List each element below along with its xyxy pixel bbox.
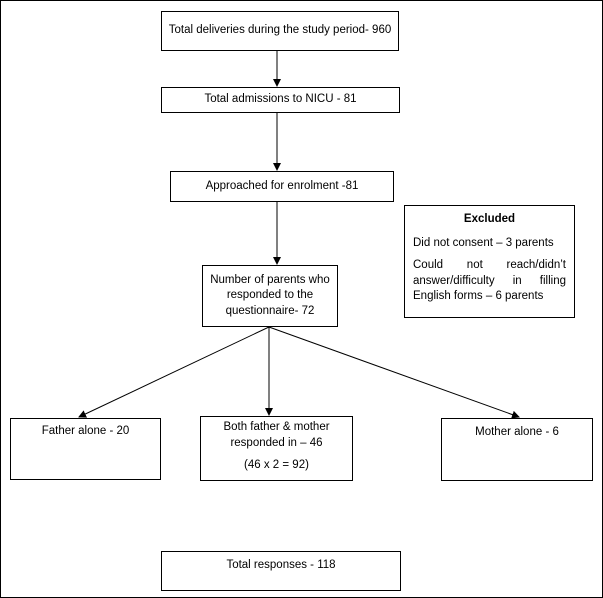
arrow-responded-to-father [78, 326, 270, 418]
approached-text: Approached for enrolment -81 [205, 179, 359, 192]
responded-text: Number of parents who responded to the q… [210, 273, 330, 317]
total-admissions-text: Total admissions to NICU - 81 [204, 93, 357, 106]
both-parents-box: Both father & mother responded in – 46 (… [200, 416, 353, 481]
both-parents-calc: (46 x 2 = 92) [244, 459, 309, 472]
mother-alone-box: Mother alone - 6 [441, 418, 593, 481]
mother-alone-text: Mother alone - 6 [475, 426, 559, 438]
excluded-item: Did not consent – 3 parents [413, 236, 554, 249]
total-deliveries-text: Total deliveries during the study period… [168, 24, 392, 37]
total-responses-box: Total responses - 118 [161, 551, 401, 591]
father-alone-text: Father alone - 20 [41, 425, 130, 437]
total-admissions-box: Total admissions to NICU - 81 [161, 87, 400, 113]
approached-box: Approached for enrolment -81 [170, 171, 394, 202]
total-deliveries-box: Total deliveries during the study period… [161, 11, 399, 51]
both-parents-text: Both father & mother responded in – 46 [223, 421, 330, 449]
excluded-item: Could not reach/didn’t answer/difficulty… [413, 259, 566, 303]
total-responses-text: Total responses - 118 [226, 559, 336, 571]
arrow-responded-to-mother [268, 326, 520, 419]
responded-box: Number of parents who responded to the q… [202, 265, 338, 327]
excluded-title: Excluded [463, 213, 516, 225]
father-alone-box: Father alone - 20 [10, 418, 161, 480]
excluded-box: Excluded Did not consent – 3 parents Cou… [404, 205, 575, 318]
